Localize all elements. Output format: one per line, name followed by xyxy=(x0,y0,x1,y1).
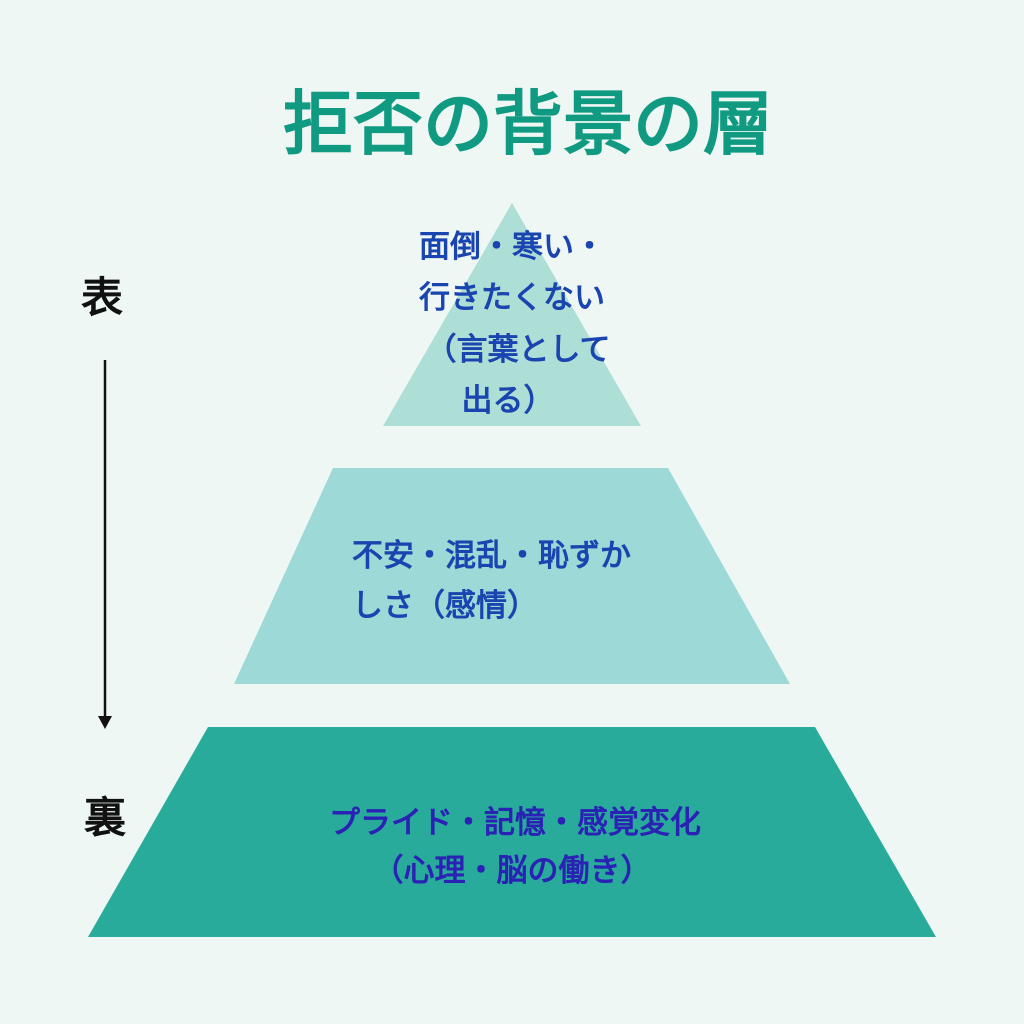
layer-bottom-shape xyxy=(88,727,936,937)
layer-top-text-2: 行きたくない xyxy=(418,280,605,316)
layer-top-text-4: 出る） xyxy=(462,383,555,419)
deep-label: 裏 xyxy=(84,793,126,842)
diagram-title: 拒否の背景の層 xyxy=(283,83,773,165)
layer-top-text-3: （言葉として xyxy=(425,332,610,368)
layer-top-text-1: 面倒・寒い・ xyxy=(419,229,605,265)
layer-middle-shape xyxy=(234,468,790,684)
layer-middle-text-1: 不安・混乱・恥ずか xyxy=(352,538,631,574)
arrow-down-icon xyxy=(98,716,112,729)
layer-top-shape xyxy=(383,203,641,426)
layer-bottom-text-1: プライド・記憶・感覚変化 xyxy=(329,805,701,841)
layer-middle-text-2: しさ（感情） xyxy=(352,588,538,624)
layer-bottom-text-2: （心理・脳の働き） xyxy=(373,853,652,889)
surface-label: 表 xyxy=(81,273,123,322)
